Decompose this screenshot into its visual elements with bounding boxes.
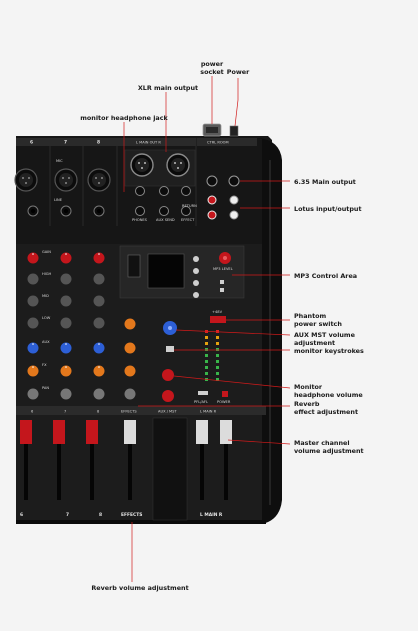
callout-leaders <box>123 76 291 582</box>
knob-label-pan: PAN <box>42 386 49 390</box>
ctrl-room-jacks <box>206 175 240 220</box>
rear-quarter-jacks <box>135 186 191 216</box>
callout-reverb-effect-line2: effect adjustment <box>294 408 358 416</box>
callout-master-channel-line1: Master channel <box>294 439 350 447</box>
faders <box>20 417 232 521</box>
fader-header-effects: EFFECTS <box>121 410 137 414</box>
knob-label-high: HIGH <box>42 272 52 276</box>
power-socket <box>202 123 222 137</box>
effect-label: EFFECT <box>181 218 195 222</box>
callout-monitor-hp-vol-line1: Monitor <box>294 383 323 391</box>
xlr-main-outputs <box>124 149 196 187</box>
channel-xlr-inputs <box>14 168 111 192</box>
effects-knob-column <box>124 318 136 400</box>
aux-send-label: AUX SEND <box>156 218 175 222</box>
line-label: LINE <box>54 198 63 202</box>
callout-labels: power socket Power XLR main output monit… <box>80 60 364 592</box>
fader-header-aux-mst: AUX / MST <box>158 410 177 414</box>
callout-phantom-line2: power switch <box>294 320 342 328</box>
callout-master-channel-line2: volume adjustment <box>294 447 364 455</box>
power-panel-label: POWER <box>217 400 231 404</box>
power-switch <box>229 125 239 137</box>
knob-label-aux: AUX <box>42 340 50 344</box>
leader-power <box>234 78 239 127</box>
knob-label-mid: MID <box>42 294 49 298</box>
return-label: RETURN <box>182 204 197 208</box>
main-out-label: L MAIN OUT R <box>136 141 161 145</box>
knob-label-low: LOW <box>42 316 51 320</box>
callout-power-socket-line1: power <box>201 60 224 68</box>
fader-header-strip <box>16 406 266 415</box>
channel-line-jacks <box>27 205 105 217</box>
mixer-console: 6 7 8 L MAIN OUT R CTRL ROOM <box>14 123 282 524</box>
fader-header-6: 6 <box>31 410 34 414</box>
leader-monitor-headphone-volume <box>173 375 291 389</box>
knob-column-7 <box>60 252 72 400</box>
callout-monitor-hp-vol-line2: headphone volume <box>294 391 363 399</box>
callout-xlr-main-output: XLR main output <box>138 84 198 92</box>
callout-mp3-control-area: MP3 Control Area <box>294 272 357 280</box>
phantom-label: +48V <box>212 310 223 314</box>
knob-column-6 <box>27 252 39 400</box>
top-panel <box>16 244 270 520</box>
callout-power-socket-line2: socket <box>200 68 223 76</box>
callout-635-main-output: 6.35 Main output <box>294 178 356 186</box>
callout-power: Power <box>227 68 250 76</box>
callout-phantom-line1: Phantom <box>294 312 327 320</box>
callout-monitor-keystrokes: monitor keystrokes <box>294 347 364 355</box>
mp3-module <box>119 245 245 299</box>
rear-channel-label-6: 6 <box>30 140 33 146</box>
leader-aux-mst <box>175 329 291 336</box>
callout-lotus-io: Lotus input/output <box>294 205 362 213</box>
fader-foot-effects: EFFECTS <box>121 512 142 518</box>
callout-monitor-headphone-jack: monitor headphone jack <box>80 114 168 122</box>
fader-header-8: 8 <box>97 410 100 414</box>
callout-aux-mst-line2: adjustment <box>294 339 335 347</box>
fader-header-7: 7 <box>64 410 66 414</box>
fader-foot-7: 7 <box>66 512 69 518</box>
knob-column-8 <box>93 252 105 400</box>
knob-label-fx: FX <box>42 363 47 367</box>
fader-foot-8: 8 <box>99 512 102 518</box>
mic-label: MIC <box>56 159 63 163</box>
fader-header-main: L MAIN R <box>200 410 217 414</box>
callout-reverb-volume: Reverb volume adjustment <box>91 584 188 592</box>
rear-divisions <box>16 138 257 226</box>
rear-channel-label-8: 8 <box>97 140 100 146</box>
fader-foot-main: L MAIN R <box>200 512 223 518</box>
phones-label: PHONES <box>132 218 148 222</box>
callout-reverb-effect-line1: Reverb <box>294 400 320 408</box>
channel-knob-columns <box>27 252 105 400</box>
knob-label-gain: GAIN <box>42 250 51 254</box>
pfl-afl-label: PFL/AFL <box>194 400 208 404</box>
callout-aux-mst-line1: AUX MST volume <box>294 331 356 339</box>
ctrl-room-label: CTRL ROOM <box>207 141 229 145</box>
mp3-level-label: MP3 LEVEL <box>213 267 233 271</box>
leader-master-channel <box>227 439 291 445</box>
fader-foot-6: 6 <box>20 512 23 518</box>
front-lip <box>16 520 266 524</box>
rear-channel-label-7: 7 <box>64 140 67 146</box>
